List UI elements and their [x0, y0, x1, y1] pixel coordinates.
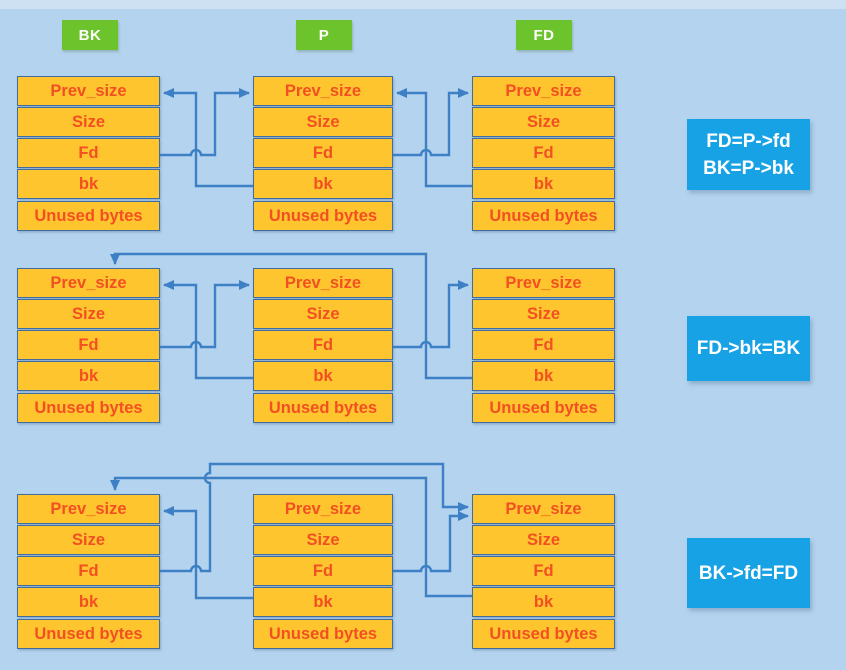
field-unused-bytes: Unused bytes — [253, 393, 393, 423]
field-prev-size: Prev_size — [472, 268, 615, 298]
field-prev-size: Prev_size — [253, 494, 393, 524]
field-bk: bk — [253, 587, 393, 617]
field-fd: Fd — [17, 556, 160, 586]
field-size: Size — [472, 299, 615, 329]
note-line: FD->bk=BK — [696, 338, 801, 359]
field-bk: bk — [472, 361, 615, 391]
field-fd: Fd — [253, 556, 393, 586]
note-step1: FD=P->fd BK=P->bk — [687, 119, 810, 190]
field-bk: bk — [253, 169, 393, 199]
field-unused-bytes: Unused bytes — [472, 201, 615, 231]
field-bk: bk — [17, 587, 160, 617]
field-unused-bytes: Unused bytes — [472, 619, 615, 649]
field-prev-size: Prev_size — [472, 76, 615, 106]
field-fd: Fd — [17, 138, 160, 168]
field-fd: Fd — [472, 556, 615, 586]
field-size: Size — [17, 299, 160, 329]
field-bk: bk — [472, 169, 615, 199]
field-unused-bytes: Unused bytes — [17, 201, 160, 231]
field-unused-bytes: Unused bytes — [472, 393, 615, 423]
background-top-strip — [0, 0, 846, 9]
field-bk: bk — [253, 361, 393, 391]
field-prev-size: Prev_size — [17, 494, 160, 524]
field-unused-bytes: Unused bytes — [253, 201, 393, 231]
field-prev-size: Prev_size — [253, 268, 393, 298]
field-size: Size — [17, 525, 160, 555]
field-size: Size — [253, 525, 393, 555]
note-line: BK=P->bk — [703, 157, 794, 179]
note-line: BK->fd=FD — [698, 562, 799, 584]
field-fd: Fd — [472, 330, 615, 360]
field-fd: Fd — [253, 330, 393, 360]
field-prev-size: Prev_size — [472, 494, 615, 524]
field-bk: bk — [17, 361, 160, 391]
label-bk: BK — [62, 20, 118, 50]
field-prev-size: Prev_size — [253, 76, 393, 106]
field-prev-size: Prev_size — [17, 268, 160, 298]
note-step2: FD->bk=BK — [687, 316, 810, 381]
note-step3: BK->fd=FD — [687, 538, 810, 608]
label-fd: FD — [516, 20, 572, 50]
field-size: Size — [472, 107, 615, 137]
field-size: Size — [17, 107, 160, 137]
field-size: Size — [253, 299, 393, 329]
field-bk: bk — [17, 169, 160, 199]
label-p: P — [296, 20, 352, 50]
field-size: Size — [253, 107, 393, 137]
field-fd: Fd — [253, 138, 393, 168]
field-unused-bytes: Unused bytes — [253, 619, 393, 649]
field-unused-bytes: Unused bytes — [17, 393, 160, 423]
field-size: Size — [472, 525, 615, 555]
field-prev-size: Prev_size — [17, 76, 160, 106]
field-fd: Fd — [472, 138, 615, 168]
field-bk: bk — [472, 587, 615, 617]
field-unused-bytes: Unused bytes — [17, 619, 160, 649]
field-fd: Fd — [17, 330, 160, 360]
note-line: FD=P->fd — [706, 130, 791, 152]
